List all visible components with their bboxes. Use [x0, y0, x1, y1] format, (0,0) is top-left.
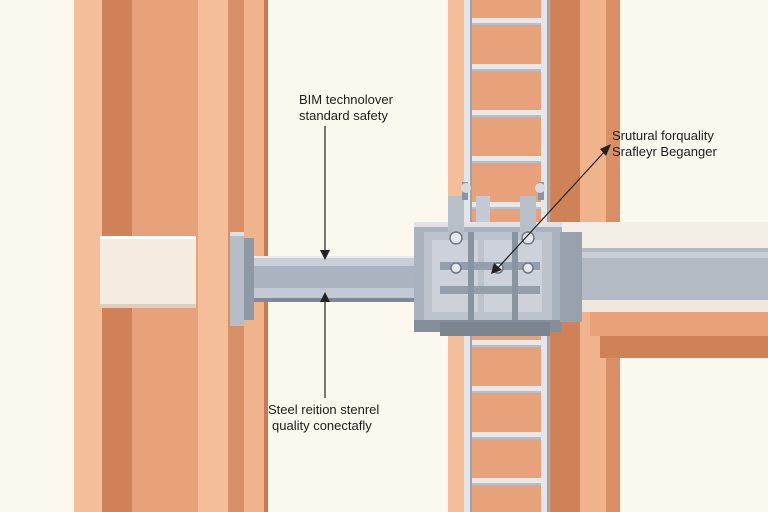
lifting-lugs [448, 182, 545, 236]
arrow-top-right-head [491, 263, 502, 274]
annotation-top-right-line1: Srutural forquality [612, 128, 714, 143]
annotation-bottom-line2: quality conectafly [272, 418, 372, 433]
annotation-top-left-line1: BIM technolover [299, 92, 393, 107]
left-anchor-block [100, 236, 196, 308]
annotation-bottom: Steel reition stenrel quality conectafly [268, 402, 379, 434]
leader-arrows [320, 126, 611, 398]
annotation-top-left: BIM technolover standard safety [299, 92, 393, 124]
connection-bracket [414, 222, 582, 336]
annotation-bottom-line1: Steel reition stenrel [268, 402, 380, 417]
arrow-top-right-tail [600, 144, 611, 156]
end-plate [230, 232, 254, 326]
arrow-top-left-head [320, 250, 330, 260]
arrow-top-right [495, 149, 607, 271]
annotation-top-right-line2: Srafleyr Beganger [612, 144, 717, 159]
annotation-top-right: Srutural forquality Srafleyr Beganger [612, 128, 717, 160]
arrow-bottom-head [320, 292, 330, 302]
annotation-top-left-line2: standard safety [299, 108, 388, 123]
bolts [449, 231, 535, 274]
right-beam [560, 222, 768, 358]
steel-i-beam [254, 256, 418, 302]
